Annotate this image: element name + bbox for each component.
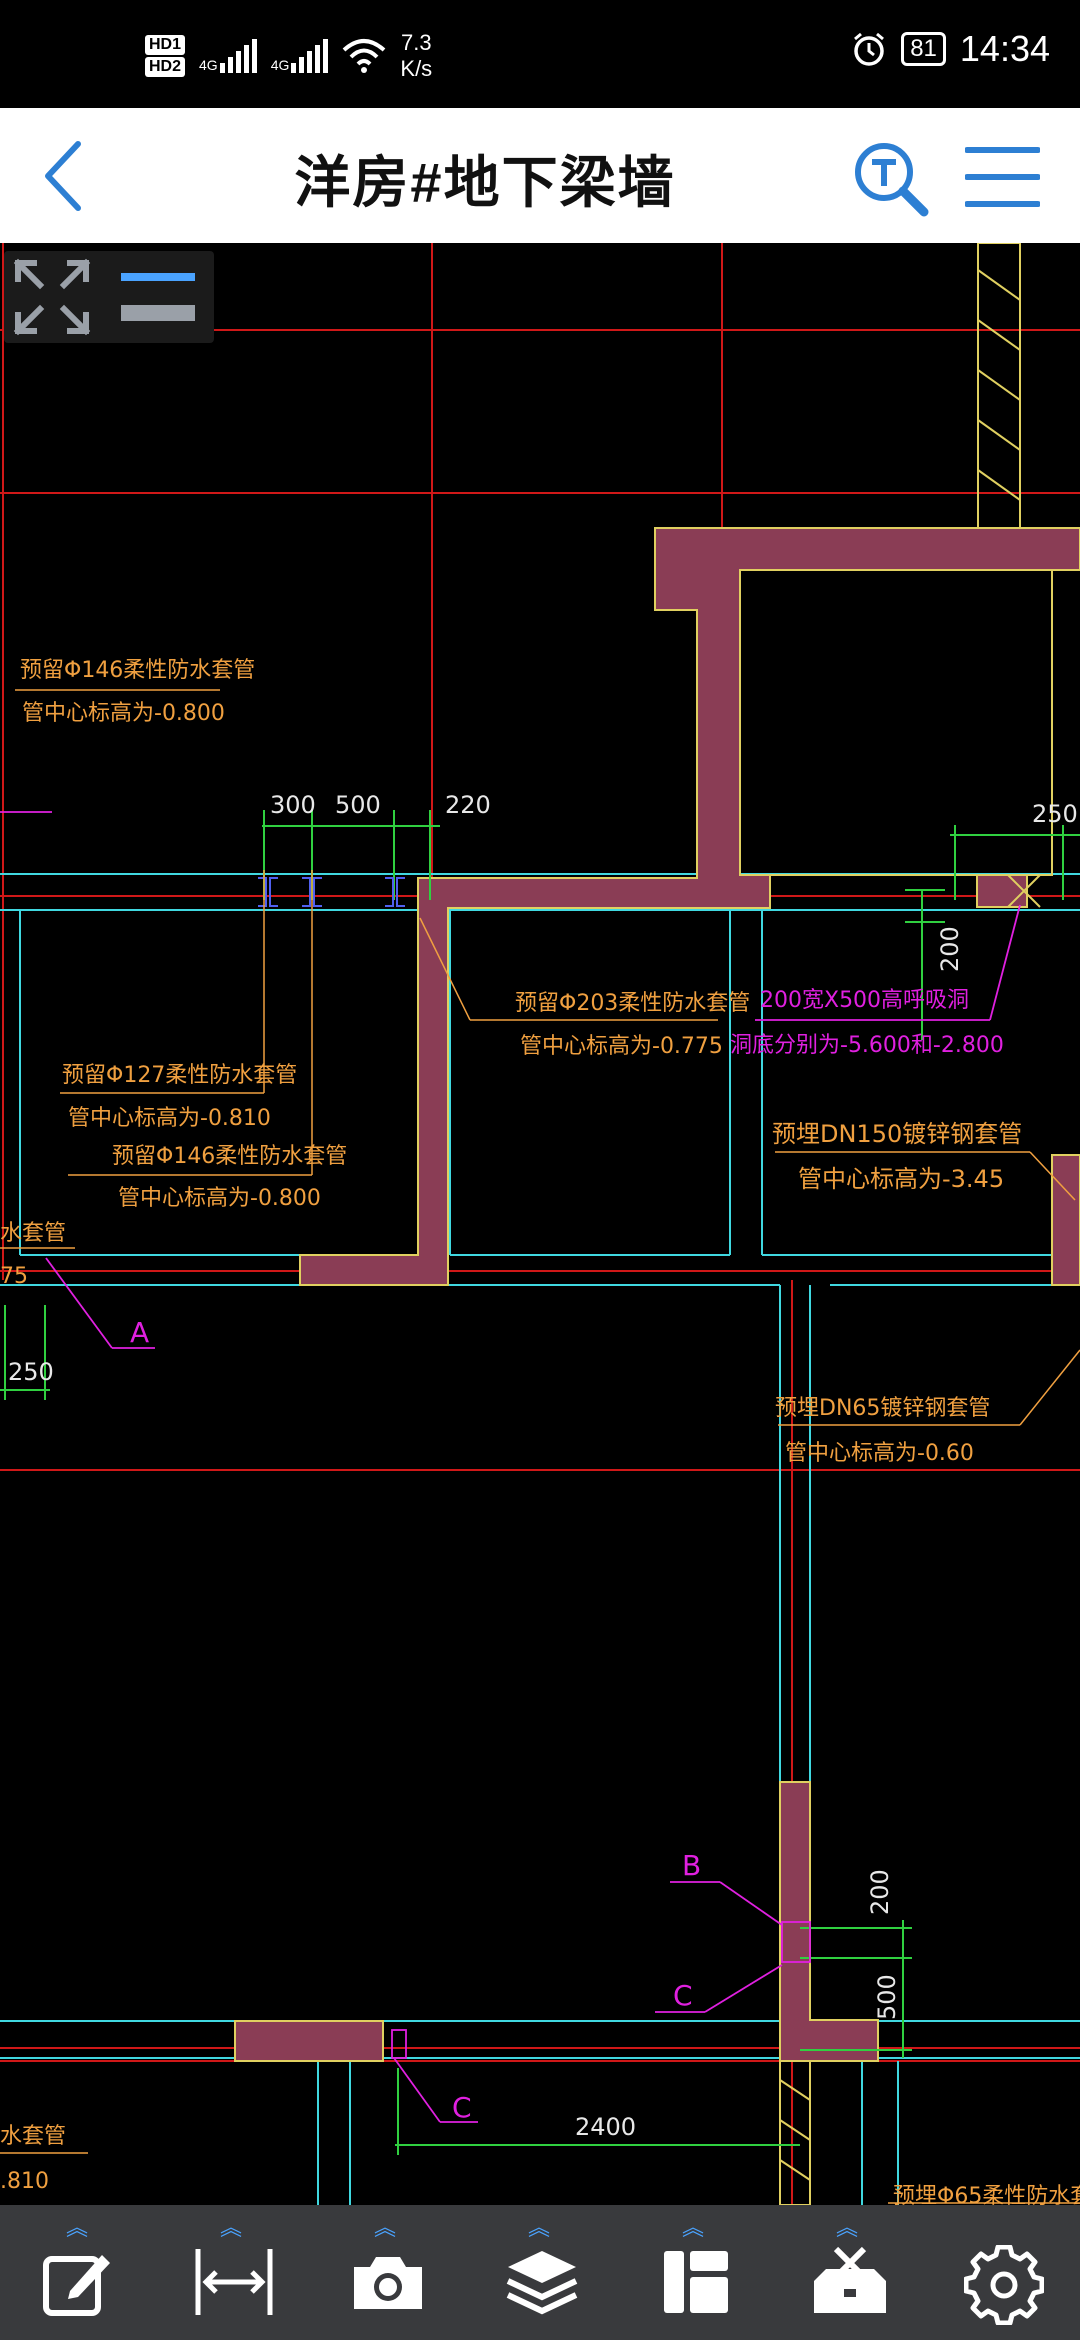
chevron-up-icon: ︽ <box>835 2215 858 2240</box>
hd1-badge: HD1 <box>145 35 186 55</box>
page-title: 洋房#地下梁墙 <box>294 151 676 214</box>
annotation-text: 预留Φ203柔性防水套管 <box>515 991 750 1016</box>
edit-annotation-icon <box>43 2255 110 2316</box>
marker-label: B <box>682 1849 701 1882</box>
annotation-text: 预留Φ146柔性防水套管 <box>112 1144 347 1169</box>
marker-leaders <box>0 811 1021 2123</box>
layers-icon <box>506 2251 578 2315</box>
cad-drawing-canvas[interactable]: 300 500 220 250 200 250 200 500 2400 预留Φ… <box>0 243 1080 2205</box>
annotation-text: 管中心标高为-0.810 <box>68 1106 271 1131</box>
dim-text: 200 <box>936 926 964 972</box>
wifi-icon <box>343 39 386 73</box>
signal-2: 4G <box>271 39 329 73</box>
status-right: 81 14:34 <box>851 28 1050 70</box>
annotation-text: 水套管 <box>0 1221 66 1246</box>
dim-text: 200 <box>866 1869 894 1915</box>
settings-button[interactable] <box>924 2205 1078 2340</box>
view-controls <box>4 251 214 343</box>
toolbox-icon <box>814 2246 886 2313</box>
network-speed: 7.3 K/s <box>400 30 432 82</box>
hd-indicators: HD1 HD2 <box>145 35 186 77</box>
network-type-1: 4G <box>199 57 218 73</box>
concrete-walls <box>234 527 1080 2062</box>
chevron-left-icon[interactable] <box>38 138 88 214</box>
status-bar: HD1 HD2 4G 4G 7.3 K/s 81 14:34 <box>0 0 1080 108</box>
chevron-up-icon: ︽ <box>681 2215 704 2240</box>
annotation-text: .810 <box>0 2169 49 2194</box>
marker-label: A <box>130 1316 149 1349</box>
expand-arrows-icon[interactable] <box>12 257 92 337</box>
annotation-text: 75 <box>0 1264 28 1289</box>
chevron-up-icon: ︽ <box>65 2215 88 2240</box>
clock: 14:34 <box>959 28 1050 69</box>
sleeve-marks <box>258 877 405 907</box>
annotation-text: 200宽X500高呼吸洞 <box>760 988 969 1013</box>
layers-button[interactable]: ︽ <box>462 2205 616 2340</box>
annotation-text: 管中心标高为-0.60 <box>785 1441 974 1466</box>
edit-annotation-button[interactable]: ︽ <box>0 2205 154 2340</box>
dim-text: 500 <box>873 1974 901 2020</box>
camera-icon <box>354 2257 422 2309</box>
layout-button[interactable]: ︽ <box>616 2205 770 2340</box>
chevron-up-icon: ︽ <box>527 2215 550 2240</box>
camera-button[interactable]: ︽ <box>308 2205 462 2340</box>
chevron-up-icon: ︽ <box>373 2215 396 2240</box>
annotation-text: 管中心标高为-0.775 <box>520 1034 723 1059</box>
dim-text: 2400 <box>575 2113 636 2141</box>
hatched-walls <box>779 243 1021 2205</box>
hd2-badge: HD2 <box>145 57 186 77</box>
layout-panels-icon <box>664 2251 728 2313</box>
annotation-text: 预埋Φ65柔性防水套管 <box>893 2184 1080 2205</box>
annotation-text: 预留Φ146柔性防水套管 <box>20 658 255 683</box>
annotation-text: 管中心标高为-0.800 <box>22 701 225 726</box>
cad-drawing: 300 500 220 250 200 250 200 500 2400 预留Φ… <box>0 243 1080 2205</box>
annotation-text: 预埋DN150镀锌钢套管 <box>772 1120 1022 1148</box>
section-markers: A B C C <box>130 1316 701 2124</box>
alarm-icon <box>854 32 885 66</box>
settings-gear-icon <box>964 2245 1044 2325</box>
dim-text: 220 <box>445 791 491 819</box>
app-header: 洋房#地下梁墙 <box>0 108 1080 243</box>
speed-value: 7.3 <box>400 30 432 55</box>
signal-bars-icon <box>219 39 257 73</box>
shaft-outline <box>739 569 1053 876</box>
toolbox-button[interactable]: ︽ <box>770 2205 924 2340</box>
text-search-icon[interactable] <box>850 138 930 218</box>
annotations: 预留Φ146柔性防水套管 管中心标高为-0.800 预留Φ203柔性防水套管 管… <box>0 658 1080 2205</box>
measure-button[interactable]: ︽ <box>154 2205 308 2340</box>
hamburger-menu-icon[interactable] <box>965 144 1040 210</box>
dim-text: 300 <box>270 791 316 819</box>
signal-bars-icon <box>291 39 329 73</box>
dim-text: 250 <box>8 1358 54 1386</box>
line-weight-icon[interactable] <box>119 263 199 333</box>
annotation-text: 洞底分别为-5.600和-2.800 <box>730 1033 1004 1058</box>
marker-label: C <box>452 2091 472 2124</box>
dimension-texts: 300 500 220 250 200 250 200 500 2400 <box>8 791 1078 2141</box>
bottom-toolbar: ︽ ︽ ︽ ︽ ︽ <box>0 2205 1080 2340</box>
status-left: HD1 HD2 4G 4G 7.3 K/s <box>145 30 432 82</box>
network-type-2: 4G <box>270 57 290 73</box>
annotation-text: 管中心标高为-3.45 <box>798 1165 1004 1193</box>
chevron-up-icon: ︽ <box>219 2215 242 2240</box>
annotation-text: 预埋DN65镀锌钢套管 <box>775 1396 990 1421</box>
dim-text: 500 <box>335 791 381 819</box>
dimension-lines <box>0 810 1080 2155</box>
annotation-text: 管中心标高为-0.800 <box>118 1186 321 1211</box>
speed-unit: K/s <box>400 56 433 81</box>
annotation-text: 水套管 <box>0 2124 66 2149</box>
leader-lines <box>0 689 1080 2204</box>
marker-label: C <box>673 1979 693 2012</box>
signal-1: 4G <box>199 39 257 73</box>
annotation-text: 预留Φ127柔性防水套管 <box>62 1063 297 1088</box>
shaft-cross <box>1007 874 1041 908</box>
dim-text: 250 <box>1032 800 1078 828</box>
measure-distance-icon <box>195 2249 273 2315</box>
battery-level: 81 <box>901 32 946 66</box>
